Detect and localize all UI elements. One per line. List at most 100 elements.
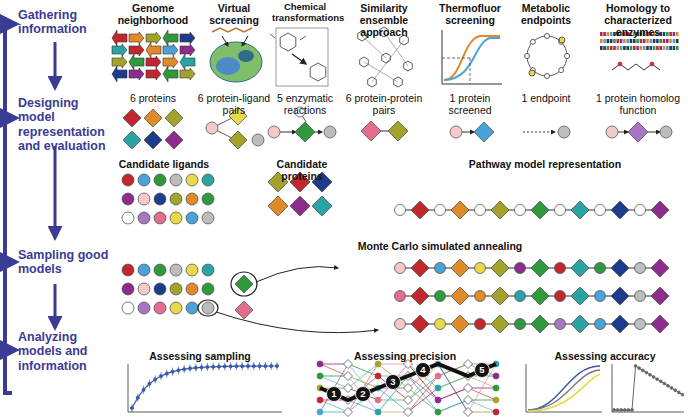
ligand-circle — [595, 263, 606, 274]
callout-number: 4 — [416, 363, 430, 377]
ligand-circle — [270, 364, 273, 367]
ligand-circle — [202, 283, 214, 295]
ligand-circle — [229, 365, 232, 368]
panel-label: Monte Carlo simulated annealing — [340, 240, 540, 252]
line — [348, 364, 378, 400]
sequence-letter — [613, 32, 616, 36]
gene-arrow — [163, 66, 178, 82]
line — [348, 376, 378, 412]
sequence-letter — [656, 46, 659, 50]
sequence-letter — [673, 39, 676, 43]
ligand-circle — [356, 387, 371, 402]
ligand-circle — [188, 367, 191, 370]
sequence-letter — [610, 39, 613, 43]
sequence-letter — [613, 46, 616, 50]
protein-diamond — [290, 196, 310, 216]
line — [292, 54, 306, 64]
sequence-letter — [643, 46, 646, 50]
ligand-circle — [142, 388, 145, 391]
count-label: 6 protein-protein pairs — [344, 92, 424, 116]
sequence-letter — [600, 32, 603, 36]
ligand-circle — [138, 193, 150, 205]
count-label: 5 enzymatic reactions — [272, 92, 338, 116]
protein-diamond — [571, 259, 589, 277]
ligand-circle — [317, 373, 323, 379]
line — [438, 400, 468, 412]
roc-curve — [528, 374, 600, 411]
protein-diamond — [531, 201, 549, 219]
sequence-letter — [636, 39, 639, 43]
protein-diamond — [235, 275, 253, 293]
gene-arrow — [180, 68, 195, 80]
protein-diamond — [464, 408, 473, 417]
gene-arrow — [180, 32, 195, 44]
line — [523, 132, 555, 133]
stage-label: Sampling good models — [18, 248, 110, 277]
line — [526, 364, 527, 412]
sequence-letter — [607, 39, 610, 43]
protein-diamond — [651, 201, 669, 219]
ligand-circle — [252, 365, 255, 368]
protein-diamond — [571, 287, 589, 305]
ligand-circle — [475, 263, 486, 274]
sequence-letter — [623, 46, 626, 50]
best-path — [320, 364, 496, 400]
protein-diamond — [611, 201, 629, 219]
ligand-circle — [275, 364, 278, 367]
protein-diamond — [411, 315, 429, 333]
sequence-letter — [669, 32, 672, 36]
line — [438, 388, 468, 400]
line — [470, 58, 471, 84]
protein-diamond — [531, 315, 549, 333]
protein-diamond — [312, 196, 332, 216]
gene-arrow — [129, 32, 144, 44]
sequence-letter — [630, 46, 633, 50]
ligand-circle — [136, 396, 139, 399]
line — [438, 376, 468, 388]
protein-diamond — [451, 201, 469, 219]
ligand-circle — [206, 122, 218, 134]
ligand-circle — [122, 212, 134, 224]
similar-molecule — [360, 57, 369, 67]
line — [612, 364, 613, 412]
ligand-circle — [235, 365, 238, 368]
panel-label: Candidate ligands — [108, 158, 220, 170]
sequence-letter — [613, 39, 616, 43]
protein-diamond — [651, 315, 669, 333]
sequence-letter — [669, 46, 672, 50]
protein-diamond — [404, 384, 413, 393]
gene-arrow — [112, 56, 127, 68]
ligand-circle — [375, 397, 381, 403]
ligand-circle — [148, 382, 151, 385]
line — [242, 36, 248, 46]
ligand-circle — [395, 263, 406, 274]
ligand-circle — [317, 361, 323, 367]
gene-arrow — [112, 44, 127, 56]
protein-diamond — [611, 315, 629, 333]
ligand-circle — [202, 302, 214, 314]
protein-diamond — [651, 287, 669, 305]
sequence-letter — [663, 46, 666, 50]
callout-number: 5 — [475, 363, 489, 377]
ligand-circle — [545, 74, 550, 79]
protein-diamond — [165, 131, 183, 149]
ligand-circle — [375, 409, 381, 415]
sequence-letter — [630, 39, 633, 43]
sequence-letter — [646, 46, 649, 50]
protein-diamond — [404, 396, 413, 405]
similar-molecule — [382, 53, 391, 63]
ligand-circle — [475, 291, 486, 302]
callout-number: 3 — [386, 375, 400, 389]
line — [320, 364, 348, 376]
sequence-letter — [640, 46, 643, 50]
ligand-circle — [635, 319, 646, 330]
ligand-circle — [555, 291, 566, 302]
ligand-circle — [122, 264, 134, 276]
ligand-circle — [154, 283, 166, 295]
protein-diamond — [404, 408, 413, 417]
line — [270, 34, 275, 38]
sequence-letter — [643, 39, 646, 43]
ligand-circle — [170, 283, 182, 295]
line — [468, 388, 496, 400]
sequence-letter — [623, 39, 626, 43]
